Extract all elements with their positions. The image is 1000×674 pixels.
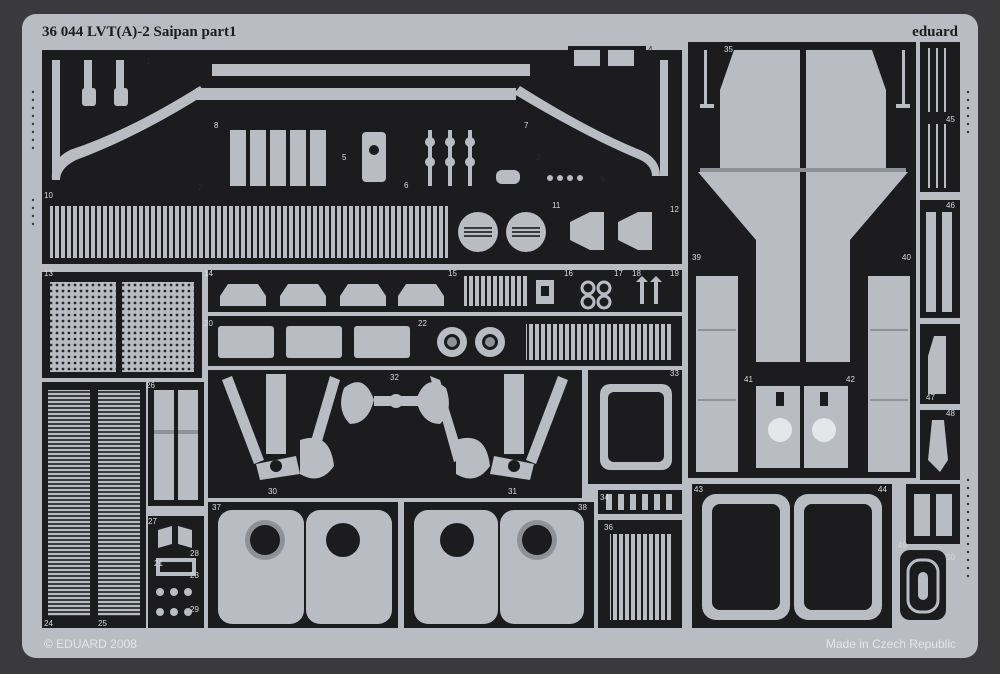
part-group-top-left: [42, 46, 682, 198]
frame-perforations-left: [31, 90, 35, 226]
part-number: 24: [44, 619, 53, 628]
part-number: 6: [404, 181, 409, 190]
part-33-window: [588, 370, 682, 484]
part-34-36: [598, 490, 682, 628]
part-37-38-doors: [208, 502, 594, 628]
part-number: 20: [204, 319, 213, 328]
part-10-grille: [42, 198, 454, 264]
part-number: 1: [146, 57, 151, 66]
part-number: 2: [198, 183, 203, 192]
part-number: 19: [670, 269, 679, 278]
part-number: 49: [898, 541, 907, 550]
part-number: 3: [536, 153, 541, 162]
part-number: 32: [390, 373, 399, 382]
part-number: 17: [614, 269, 623, 278]
part-30-31-hinges: [208, 370, 582, 498]
part-number-labels: 1 2 3 4 5 6 7 8 9 10 11 12 13 14 15 16 1…: [44, 45, 955, 628]
part-number: 34: [600, 493, 609, 502]
part-number: 45: [946, 115, 955, 124]
part-number: 9: [600, 175, 605, 184]
part-number: 25: [98, 619, 107, 628]
origin-label: Made in Czech Republic: [826, 637, 956, 651]
part-row-20-22: [208, 316, 682, 366]
copyright-label: © EDUARD 2008: [44, 637, 137, 651]
part-number: 40: [902, 253, 911, 262]
part-number: 39: [692, 253, 701, 262]
part-number: 35: [724, 45, 733, 54]
part-number: 12: [670, 205, 679, 214]
part-number: 4: [648, 45, 653, 54]
part-number: 8: [214, 121, 219, 130]
part-number: 18: [632, 269, 641, 278]
frame-perforations-right: [966, 90, 970, 578]
part-number: 37: [212, 503, 221, 512]
part-45-50-column: [900, 42, 960, 620]
part-number: 13: [44, 269, 53, 278]
part-number: 31: [508, 487, 517, 496]
part-number: 30: [268, 487, 277, 496]
part-number: 44: [878, 485, 887, 494]
part-26-plates: [148, 382, 204, 506]
part-number: 29: [190, 605, 199, 614]
part-13-screens: [42, 272, 202, 378]
part-24-25-louvres: [42, 382, 146, 628]
brand-label: eduard: [912, 24, 959, 40]
fret-title: 36 044 LVT(A)-2 Saipan part1: [42, 24, 236, 40]
part-number: 10: [44, 191, 53, 200]
part-number: 23: [190, 571, 199, 580]
part-number: 22: [418, 319, 427, 328]
part-43-44-windows: [692, 484, 892, 628]
part-number: 38: [578, 503, 587, 512]
part-number: 48: [946, 409, 955, 418]
part-number: 5: [342, 153, 347, 162]
part-number: 42: [846, 375, 855, 384]
part-number: 11: [552, 201, 561, 210]
part-number: 26: [146, 381, 155, 390]
part-number: 15: [448, 269, 457, 278]
part-number: 21: [154, 559, 163, 568]
part-number: 33: [670, 369, 679, 378]
part-number: 50: [946, 553, 955, 562]
part-11-12-lights: [454, 198, 682, 264]
part-number: 14: [204, 269, 213, 278]
part-number: 47: [926, 393, 935, 402]
part-number: 41: [744, 375, 753, 384]
part-number: 28: [190, 549, 199, 558]
part-number: 16: [564, 269, 573, 278]
part-number: 7: [524, 121, 529, 130]
part-number: 36: [604, 523, 613, 532]
part-number: 27: [148, 517, 157, 526]
part-number: 43: [694, 485, 703, 494]
part-row-14-19: [208, 270, 682, 312]
part-number: 46: [946, 201, 955, 210]
part-39-40-hood: [688, 42, 916, 478]
part-27-29-small: [148, 516, 204, 628]
